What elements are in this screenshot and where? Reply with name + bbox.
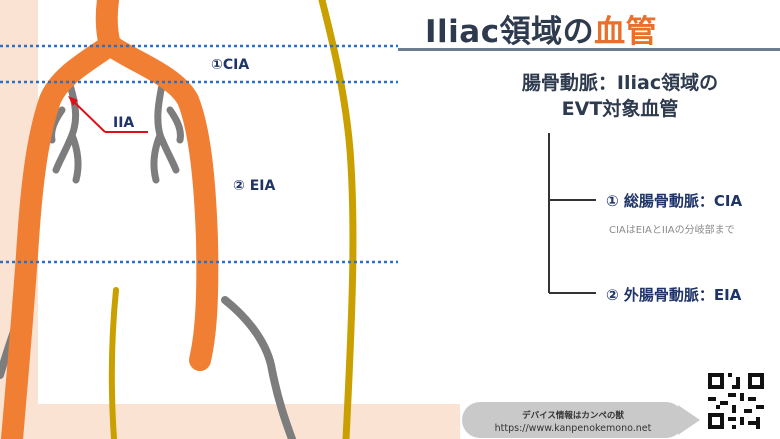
background-band-bottom (0, 404, 460, 439)
iliac-arteries (1, 0, 219, 439)
vein-right (318, 0, 357, 439)
common-iliac-right (99, 34, 219, 371)
label-cia: ①CIA (211, 57, 250, 73)
title-accent: 血管 (594, 14, 658, 50)
item-cia: ① 総腸骨動脈：CIA (606, 192, 743, 210)
subtitle: 腸骨動脈：Iliac領域の EVT対象血管 (470, 70, 770, 122)
title-main: Iliac領域の (425, 14, 595, 50)
common-iliac-left (1, 34, 121, 439)
credit-url[interactable]: https://www.kanpenokemono.net (494, 423, 652, 434)
iia-right-branches (150, 81, 184, 184)
credit-line1: デバイス情報はカンペの獣 (522, 411, 624, 421)
subtitle-line1: 腸骨動脈：Iliac領域の (521, 72, 719, 94)
item-eia: ② 外腸骨動脈：EIA (606, 286, 742, 304)
label-eia: ② EIA (233, 178, 276, 194)
item-cia-note: CIAはEIAとIIAの分岐部まで (609, 225, 735, 236)
qr-code-icon (704, 369, 768, 433)
subtitle-line2: EVT対象血管 (561, 98, 679, 120)
label-iia: IIA (113, 115, 135, 131)
branch-lower-right (221, 296, 296, 439)
credit-badge[interactable]: デバイス情報はカンペの獣 https://www.kanpenokemono.n… (462, 402, 684, 438)
tree-connector (548, 133, 596, 294)
level-lines (0, 44, 398, 264)
vein-center (108, 287, 119, 439)
iia-pointer (68, 96, 148, 133)
qr-code[interactable] (704, 369, 768, 433)
credit-arrow-icon (678, 405, 700, 435)
title-rule (398, 48, 780, 51)
page-title: Iliac領域の血管 (425, 6, 765, 50)
